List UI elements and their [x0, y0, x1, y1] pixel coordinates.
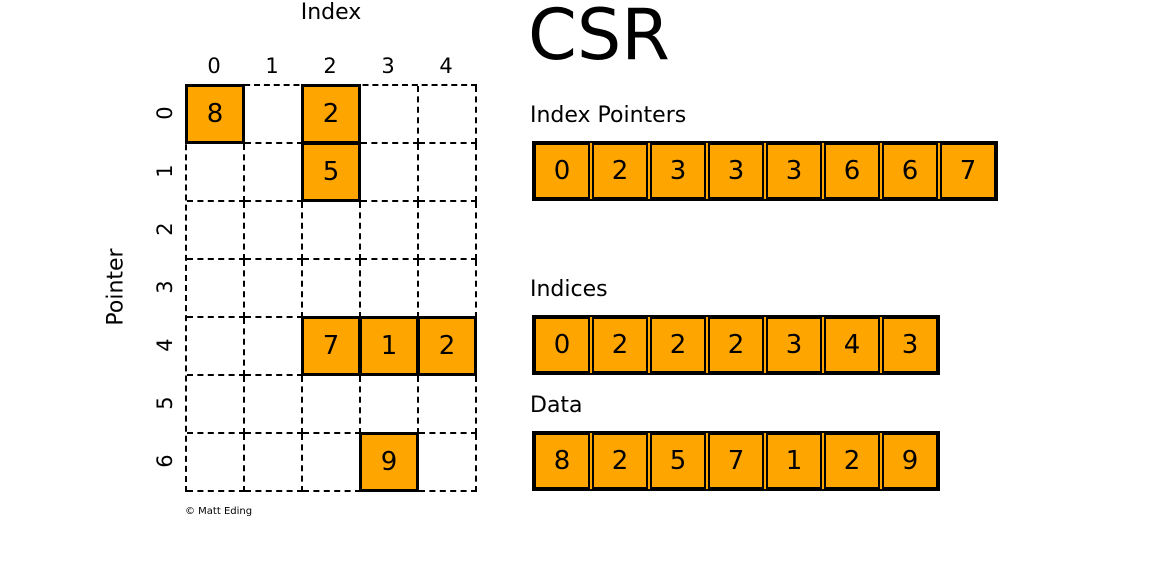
array-cell: 2	[708, 317, 764, 373]
array-cell: 4	[824, 317, 880, 373]
array-cell: 7	[940, 143, 996, 199]
empty-cell	[419, 260, 477, 318]
empty-cell	[361, 376, 419, 434]
index-pointers-array: 0 2 3 3 3 6 6 7	[532, 141, 998, 201]
empty-cell	[245, 86, 303, 144]
empty-cell	[245, 260, 303, 318]
empty-cell	[245, 376, 303, 434]
indices-array: 0 2 2 2 3 4 3	[532, 315, 940, 375]
empty-cell	[245, 318, 303, 376]
array-cell: 2	[592, 317, 648, 373]
array-cell: 3	[882, 317, 938, 373]
data-label: Data	[530, 393, 583, 418]
empty-cell	[361, 144, 419, 202]
array-cell: 2	[592, 143, 648, 199]
col-label-2: 2	[323, 54, 337, 78]
empty-cell	[361, 86, 419, 144]
array-cell: 0	[534, 317, 590, 373]
array-cell: 9	[882, 433, 938, 489]
empty-cell	[419, 86, 477, 144]
matrix-column-labels: 0 1 2 3 4	[185, 54, 477, 82]
array-cell: 2	[592, 433, 648, 489]
empty-cell	[419, 144, 477, 202]
empty-cell	[419, 202, 477, 260]
empty-cell	[187, 144, 245, 202]
col-label-4: 4	[439, 54, 453, 78]
matrix-filled-cell: 1	[359, 316, 419, 376]
array-cell: 5	[650, 433, 706, 489]
array-cell: 2	[824, 433, 880, 489]
array-cell: 3	[708, 143, 764, 199]
empty-cell	[245, 434, 303, 492]
array-cell: 1	[766, 433, 822, 489]
array-cell: 3	[766, 143, 822, 199]
matrix-filled-cell: 2	[301, 84, 361, 144]
empty-cell	[361, 202, 419, 260]
data-array: 8 2 5 7 1 2 9	[532, 431, 940, 491]
sparse-matrix-grid: 8 2 5 7 1 2 9	[185, 84, 477, 492]
index-pointers-label: Index Pointers	[530, 103, 687, 128]
array-cell: 0	[534, 143, 590, 199]
array-cell: 7	[708, 433, 764, 489]
copyright-credit: © Matt Eding	[185, 506, 253, 517]
matrix-filled-cell: 7	[301, 316, 361, 376]
empty-cell	[419, 376, 477, 434]
array-cell: 6	[882, 143, 938, 199]
empty-cell	[245, 202, 303, 260]
empty-cell	[187, 202, 245, 260]
empty-cell	[303, 202, 361, 260]
array-cell: 3	[650, 143, 706, 199]
empty-cell	[187, 260, 245, 318]
empty-cell	[303, 260, 361, 318]
matrix-filled-cell: 5	[301, 142, 361, 202]
empty-cell	[303, 376, 361, 434]
empty-cell	[187, 318, 245, 376]
array-cell: 8	[534, 433, 590, 489]
empty-cell	[187, 434, 245, 492]
empty-cell	[245, 144, 303, 202]
page-title: CSR	[528, 0, 670, 76]
empty-cell	[303, 434, 361, 492]
col-label-0: 0	[207, 54, 221, 78]
array-cell: 6	[824, 143, 880, 199]
col-label-1: 1	[265, 54, 279, 78]
col-label-3: 3	[381, 54, 395, 78]
matrix-x-axis-title: Index	[300, 0, 362, 25]
matrix-y-axis-title: Pointer	[103, 248, 129, 326]
matrix-filled-cell: 8	[185, 84, 245, 144]
empty-cell	[361, 260, 419, 318]
empty-cell	[419, 434, 477, 492]
empty-cell	[187, 376, 245, 434]
array-cell: 3	[766, 317, 822, 373]
matrix-row-labels: 0 1 2 3 4 5 6	[148, 84, 182, 490]
indices-label: Indices	[530, 277, 608, 302]
matrix-filled-cell: 2	[417, 316, 477, 376]
array-cell: 2	[650, 317, 706, 373]
matrix-filled-cell: 9	[359, 432, 419, 492]
